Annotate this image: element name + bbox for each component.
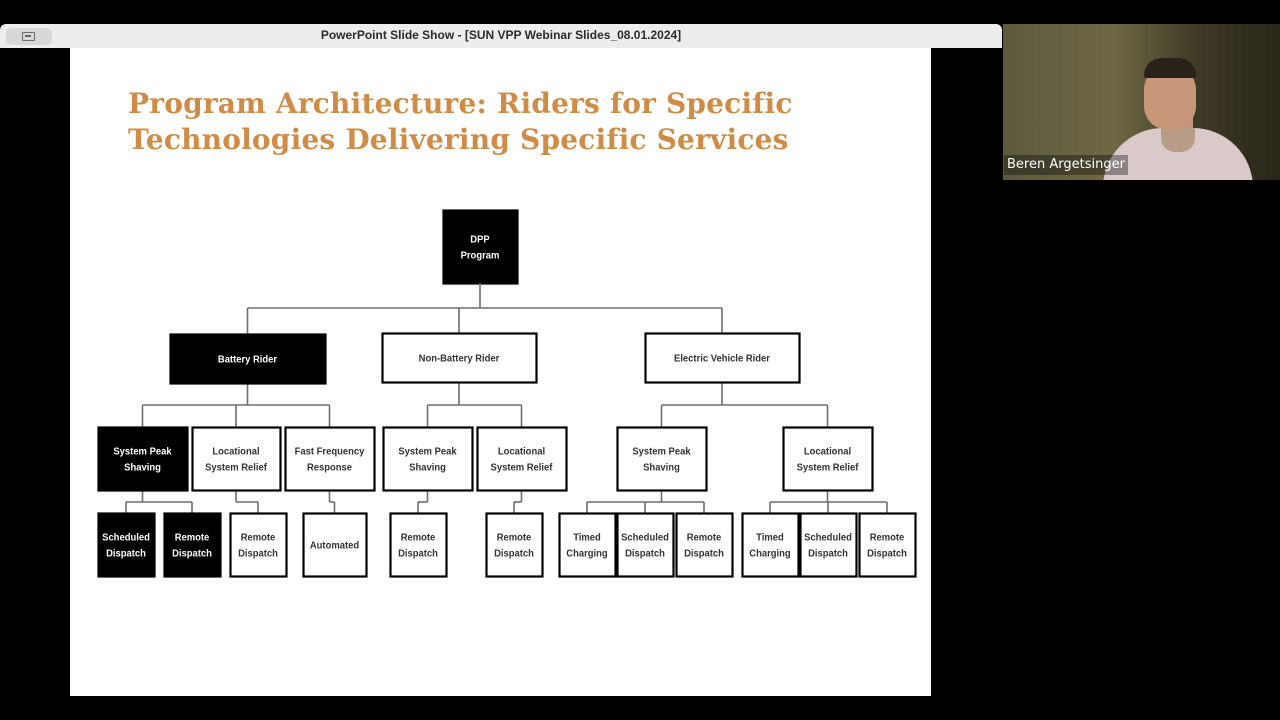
service-node-box <box>782 426 874 492</box>
sidebar-toggle-icon <box>22 32 35 41</box>
method-node-box <box>485 512 544 578</box>
method-node-box <box>229 512 288 578</box>
service-node-box <box>382 426 474 492</box>
window-titlebar: PowerPoint Slide Show - [SUN VPP Webinar… <box>0 24 1002 48</box>
root-node-box <box>442 209 519 285</box>
window-title: PowerPoint Slide Show - [SUN VPP Webinar… <box>320 28 682 42</box>
service-node-box <box>284 426 376 492</box>
method-node-box <box>858 512 917 578</box>
service-node-box <box>191 426 282 492</box>
slide-title: Program Architecture: Riders for Specifi… <box>128 86 908 158</box>
rider-node-label: Electric Vehicle Rider <box>674 353 770 365</box>
rider-node-label: Battery Rider <box>218 354 277 366</box>
participant-name-label: Beren Argetsinger <box>1004 155 1128 175</box>
rider-node-box <box>169 333 327 385</box>
method-node-box <box>616 512 675 578</box>
method-node-box <box>97 512 156 578</box>
rider-node-label: Non-Battery Rider <box>419 353 500 365</box>
service-node-box <box>616 426 708 492</box>
participant-collar <box>1161 128 1195 152</box>
method-node-box <box>675 512 734 578</box>
participant-video-tile[interactable]: Beren Argetsinger <box>1003 24 1280 180</box>
slide-title-line-1: Program Architecture: Riders for Specifi… <box>128 87 793 120</box>
rider-node-box <box>381 332 538 384</box>
slide-title-line-2: Technologies Delivering Specific Service… <box>128 123 789 156</box>
method-node-box <box>302 512 368 578</box>
method-node-box <box>163 512 222 578</box>
service-node-box <box>476 426 568 492</box>
rider-node-box <box>644 332 801 384</box>
participant-hair <box>1144 58 1196 78</box>
method-node-box <box>389 512 448 578</box>
method-node-box <box>741 512 800 578</box>
method-node-box <box>799 512 858 578</box>
presentation-slide: Program Architecture: Riders for Specifi… <box>70 48 931 696</box>
service-node-box <box>97 426 189 492</box>
method-node-box <box>558 512 617 578</box>
method-node-label: Automated <box>310 540 359 552</box>
sidebar-toggle-button[interactable] <box>6 28 52 45</box>
